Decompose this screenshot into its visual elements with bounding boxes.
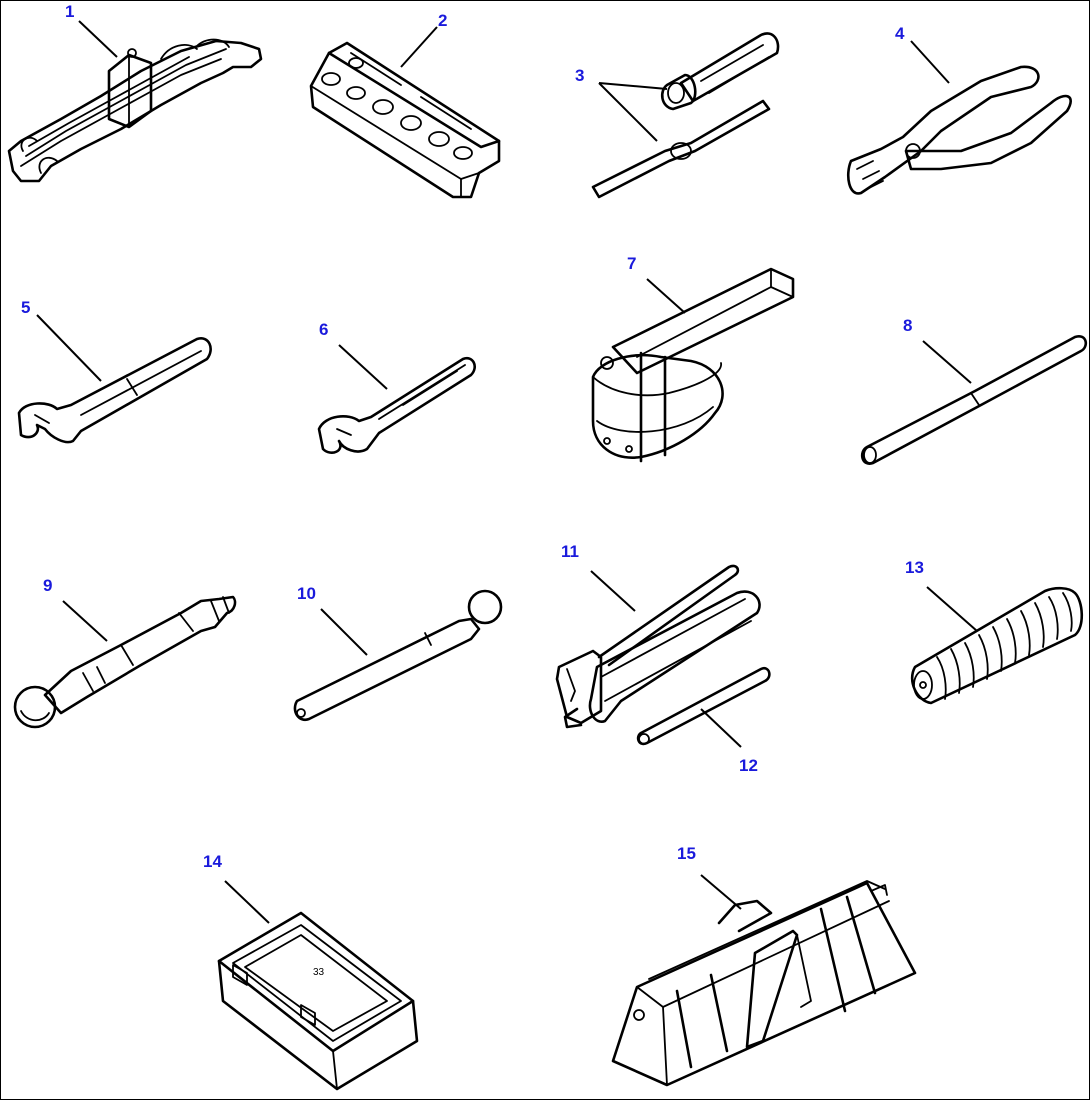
grease-gun-drawing: [555, 564, 761, 729]
grease-nozzle-drawing: [636, 666, 771, 746]
pliers-drawing: [847, 65, 1072, 195]
callout-3: 3: [575, 66, 584, 85]
callout-13: 13: [905, 558, 924, 577]
tool-bag-drawing: [611, 880, 917, 1087]
filter-wrench-drawing: [591, 267, 795, 463]
parts-box-drawing: 33: [217, 911, 419, 1091]
callout-10: 10: [297, 584, 316, 603]
leader-lines: [36, 20, 978, 924]
callout-5: 5: [21, 298, 30, 317]
callout-11: 11: [561, 542, 579, 561]
callout-2: 2: [438, 11, 447, 30]
torque-wrench-drawing: [13, 595, 237, 729]
grease-cartridge-drawing: [910, 586, 1084, 705]
callout-7: 7: [627, 254, 636, 273]
callout-1: 1: [65, 2, 74, 21]
callout-6: 6: [319, 320, 328, 339]
wrench-set-drawing: [7, 38, 263, 183]
callout-14: 14: [203, 852, 222, 871]
parts-box-label: 33: [313, 967, 325, 978]
socket-set-drawing: [309, 41, 501, 199]
extension-bar-drawing: [860, 335, 1088, 465]
callout-15: 15: [677, 844, 696, 863]
spanner-wrench-drawing: [317, 356, 476, 454]
tire-gauge-drawing: [293, 589, 503, 722]
screwdriver-drawing: [591, 32, 780, 199]
callout-9: 9: [43, 576, 52, 595]
callout-numbers: 1 2 3 4 5 6 7 8 9 10 11 12 13 14 15: [21, 2, 924, 871]
callout-8: 8: [903, 316, 912, 335]
open-end-wrench-drawing: [17, 337, 212, 444]
callout-12: 12: [739, 756, 758, 775]
callout-4: 4: [895, 24, 905, 43]
